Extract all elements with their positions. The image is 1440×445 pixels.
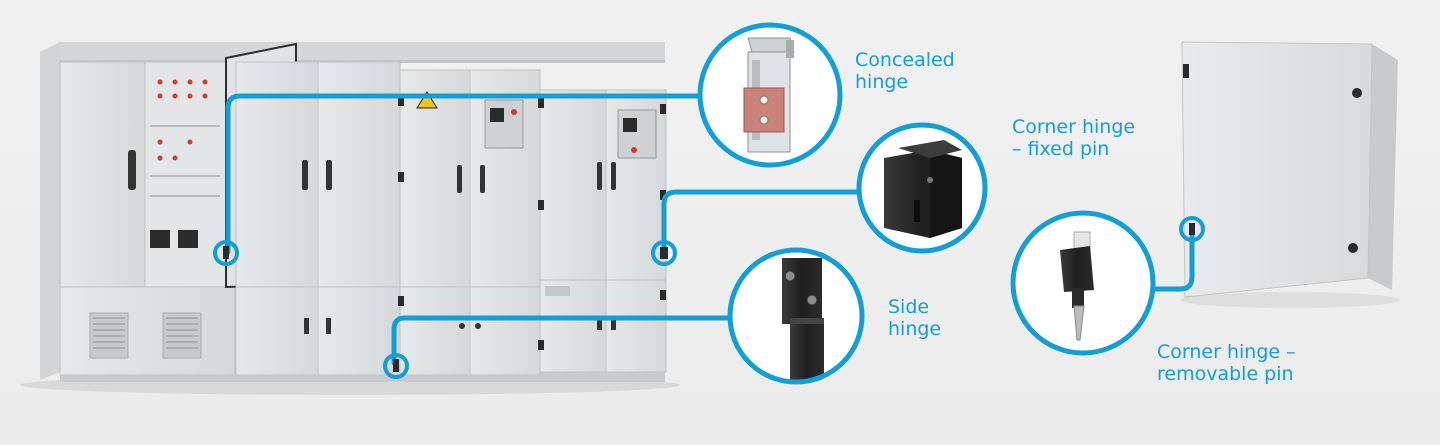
label-line: Corner hinge –: [1157, 341, 1296, 363]
target-markers: [213, 216, 1205, 379]
label-line: removable pin: [1157, 363, 1294, 385]
label-line: hinge: [855, 71, 909, 93]
label-line: – fixed pin: [1012, 138, 1110, 160]
target-corner-hinge-removable: [1179, 216, 1205, 242]
target-side-hinge: [383, 353, 409, 379]
connector-lines: [225, 93, 1195, 366]
label-line: Corner hinge: [1012, 116, 1136, 138]
label-line: hinge: [888, 318, 942, 340]
side-hinge-label: Side hinge: [888, 296, 941, 340]
side-hinge-callout: [727, 247, 865, 385]
target-corner-hinge-fixed: [651, 240, 677, 266]
label-line: Concealed: [855, 49, 955, 71]
corner-hinge-fixed-pin-callout: [856, 122, 988, 254]
corner-hinge-removable-pin-callout: [1010, 210, 1156, 356]
wall-enclosure: [1180, 41, 1400, 308]
label-line: Side: [888, 296, 930, 318]
corner-hinge-removable-pin-image: [1060, 231, 1094, 341]
switchgear-cabinet: [20, 42, 680, 395]
corner-hinge-fixed-pin-image: [884, 140, 962, 238]
concealed-hinge-callout: [697, 22, 843, 168]
target-concealed-hinge: [213, 240, 239, 266]
corner-hinge-fixed-pin-label: Corner hinge – fixed pin: [1012, 116, 1135, 160]
concealed-hinge-label: Concealed hinge: [855, 49, 955, 93]
corner-hinge-removable-pin-label: Corner hinge – removable pin: [1157, 341, 1296, 385]
side-hinge-image: [782, 258, 824, 380]
concealed-hinge-image: [743, 37, 795, 153]
